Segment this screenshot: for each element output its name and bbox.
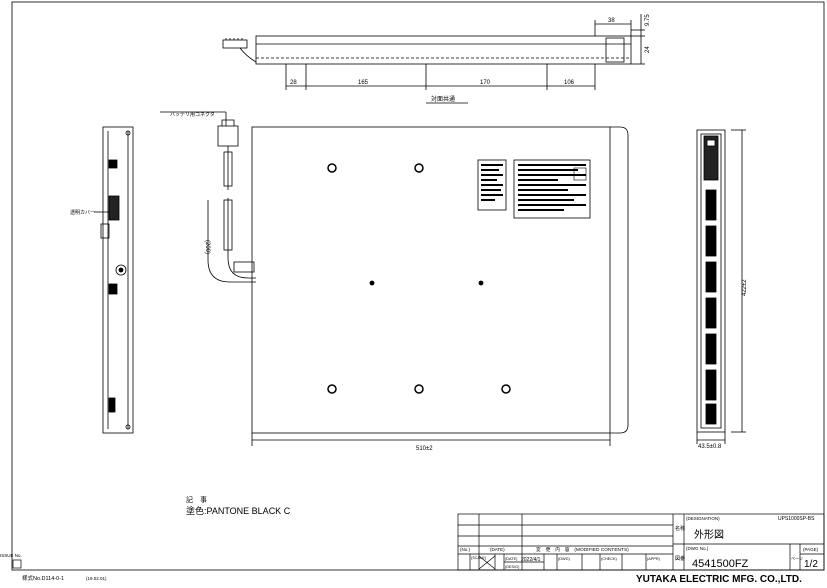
dim-510: 510±2 — [416, 446, 433, 452]
issue-label: ISSUE No. — [0, 553, 22, 558]
date-value: 2022/4/1 — [521, 557, 541, 563]
dim-165: 165 — [358, 80, 369, 86]
dwg-header: (DWG No.) — [686, 546, 709, 551]
scale-label: (SCALE) — [471, 556, 487, 560]
front-view — [160, 111, 629, 446]
dim-975: 9.75 — [645, 14, 651, 26]
opposite-common-label: 対面共通 — [431, 95, 455, 103]
top-view — [222, 14, 645, 104]
dim-38: 38 — [608, 18, 615, 24]
form-date: (19.02.01) — [86, 576, 107, 581]
dim-28: 28 — [290, 80, 297, 86]
dim-170: 170 — [480, 80, 491, 86]
page-label: ページ — [791, 555, 803, 561]
design-label: (DESIG) — [505, 565, 520, 569]
model-number: UPS1000SP-BS — [778, 516, 815, 522]
battery-connector-label: バッテリ用コネクタ — [170, 111, 215, 118]
dim-24: 24 — [645, 46, 651, 53]
notes-heading: 記 事 — [186, 495, 207, 504]
name-label: 名称 — [675, 525, 685, 532]
date2-label: (DATE) — [505, 557, 518, 561]
dwg-number: 4541500FZ — [692, 558, 749, 570]
sheet-border — [11, 1, 825, 571]
dim-200: (200) — [204, 240, 210, 254]
name-value: 外形図 — [694, 529, 724, 541]
issue-box — [12, 559, 22, 569]
number-label: 図番 — [675, 555, 685, 562]
company-name: YUTAKA ELECTRIC MFG. CO.,LTD. — [636, 574, 802, 585]
date-label: (DATE) — [490, 547, 505, 552]
transparent-cover-label: 透明カバー — [70, 209, 95, 216]
dim-106: 106 — [564, 80, 575, 86]
dim-422: 422±2 — [742, 279, 748, 296]
left-side-view — [94, 126, 134, 434]
battery-connector — [217, 125, 239, 147]
no-label: (No.) — [460, 547, 471, 552]
top-connector — [222, 39, 248, 49]
front-body — [251, 126, 611, 434]
contents-label: 変 更 内 容 (MODIFIED CONTENTS) — [536, 546, 629, 553]
title-block-lines — [457, 513, 825, 571]
page-value: 1/2 — [804, 559, 818, 570]
dwg-label: (DWG) — [558, 557, 571, 561]
page-header: (PAGE) — [803, 547, 819, 552]
right-side-view — [696, 129, 746, 444]
appr-label: (APPR) — [647, 557, 661, 561]
top-body — [255, 35, 632, 65]
front-labels — [477, 159, 591, 219]
check-label: (CHECK) — [601, 557, 618, 561]
form-number: 様式No.D114-0-1 — [22, 574, 64, 582]
dim-435: 43.5±0.8 — [698, 444, 722, 450]
designation-header: (DESIGNATION) — [686, 516, 720, 521]
left-side-body — [102, 126, 134, 434]
notes-color: 塗色:PANTONE BLACK C — [186, 505, 291, 516]
right-side-body — [696, 129, 726, 433]
